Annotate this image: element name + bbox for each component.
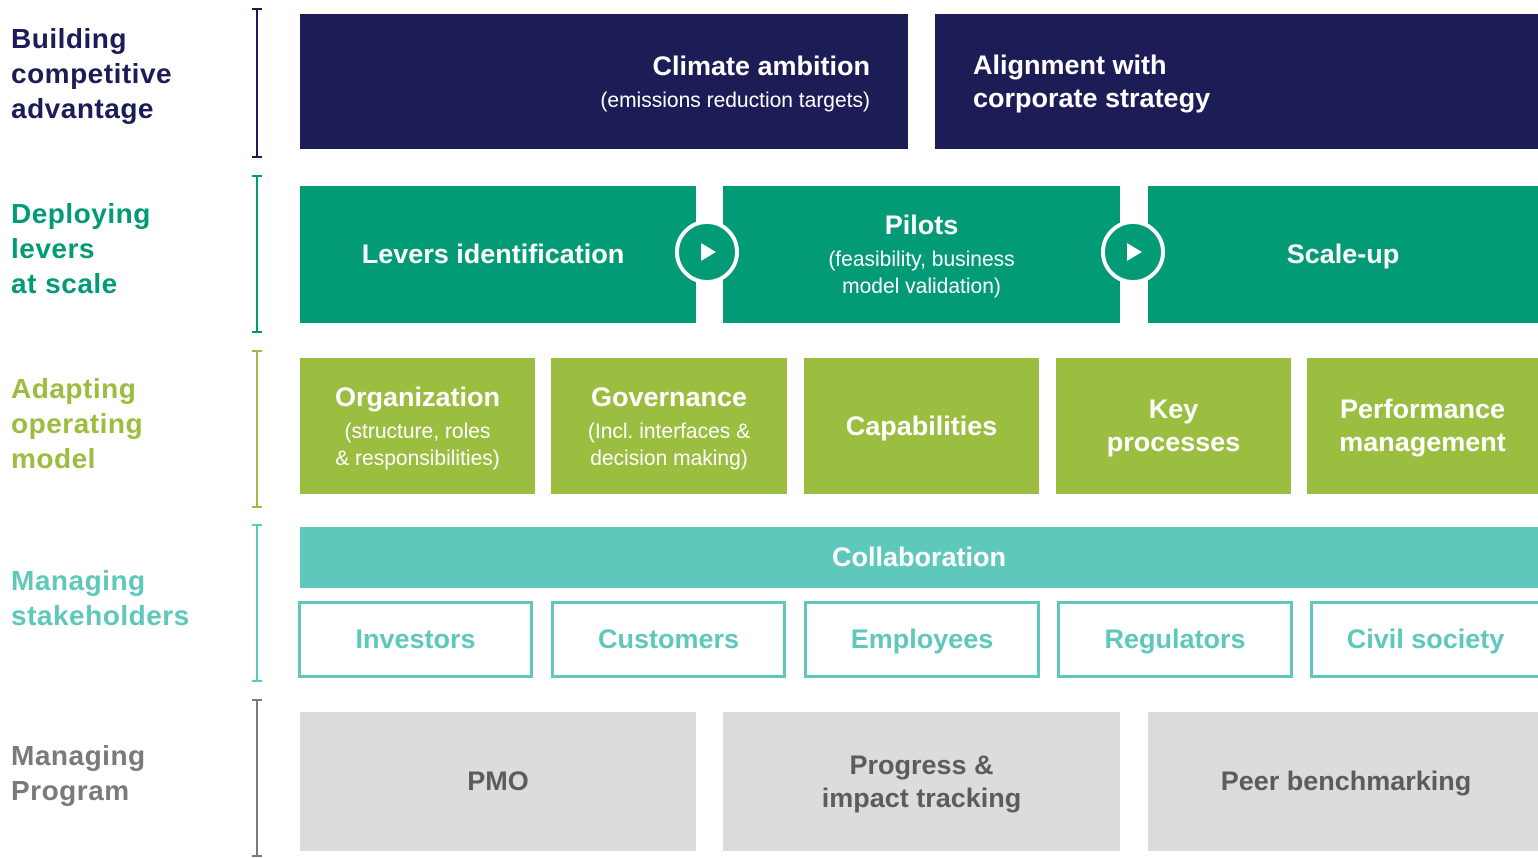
levers-identification-title: Levers identification xyxy=(361,239,625,269)
stakeholder-label: Employees xyxy=(850,624,994,654)
pilots-subtitle: (feasibility, business model validation) xyxy=(828,248,1015,298)
stakeholder-investors: Investors xyxy=(298,601,533,678)
peer-benchmarking-box: Peer benchmarking xyxy=(1148,712,1538,851)
row-label-competitive-advantage: Building competitive advantage xyxy=(11,23,173,124)
bracket-levers xyxy=(252,175,262,333)
capabilities-title: Capabilities xyxy=(845,410,998,441)
stakeholder-label: Customers xyxy=(597,624,740,654)
alignment-strategy-box: Alignment with corporate strategy xyxy=(935,14,1538,149)
collaboration-banner: Collaboration xyxy=(300,527,1538,588)
pmo-box: PMO xyxy=(300,712,696,851)
performance-management-title: Performance management xyxy=(1339,394,1506,457)
pmo-title: PMO xyxy=(467,766,529,796)
play-arrow-icon xyxy=(675,220,739,284)
alignment-strategy-title: Alignment with corporate strategy xyxy=(973,49,1211,113)
stakeholder-label: Regulators xyxy=(1104,624,1246,654)
row-label-deploying-levers: Deploying levers at scale xyxy=(11,198,151,299)
bracket-stakeholders xyxy=(252,524,262,682)
row-label-managing-stakeholders: Managing stakeholders xyxy=(11,565,190,631)
scale-up-box: Scale-up xyxy=(1148,186,1538,323)
scale-up-title: Scale-up xyxy=(1286,239,1400,269)
collaboration-title: Collaboration xyxy=(832,542,1006,572)
key-processes-title: Key processes xyxy=(1106,394,1241,457)
progress-tracking-title: Progress & impact tracking xyxy=(821,749,1022,813)
row-label-operating-model: Adapting operating model xyxy=(11,373,144,474)
stakeholder-regulators: Regulators xyxy=(1057,601,1293,678)
governance-box: Governance (Incl. interfaces & decision … xyxy=(551,358,787,494)
pilots-box: Pilots (feasibility, business model vali… xyxy=(723,186,1120,323)
governance-title: Governance xyxy=(590,381,748,412)
progress-tracking-box: Progress & impact tracking xyxy=(723,712,1120,851)
capabilities-box: Capabilities xyxy=(804,358,1039,494)
performance-management-box: Performance management xyxy=(1307,358,1538,494)
climate-ambition-title: Climate ambition xyxy=(652,50,870,81)
organization-box: Organization (structure, roles & respons… xyxy=(300,358,535,494)
stakeholder-employees: Employees xyxy=(804,601,1040,678)
play-arrow-icon xyxy=(1101,220,1165,284)
stakeholder-label: Civil society xyxy=(1346,624,1505,654)
organization-subtitle: (structure, roles & responsibilities) xyxy=(335,419,500,470)
bracket-competitive xyxy=(252,8,262,158)
governance-subtitle: (Incl. interfaces & decision making) xyxy=(587,419,751,470)
stakeholder-customers: Customers xyxy=(551,601,786,678)
stakeholder-civil-society: Civil society xyxy=(1310,601,1538,678)
stakeholder-label: Investors xyxy=(355,624,476,654)
climate-ambition-box: Climate ambition (emissions reduction ta… xyxy=(300,14,908,149)
pilots-title: Pilots xyxy=(884,210,959,240)
climate-ambition-subtitle: (emissions reduction targets) xyxy=(600,88,870,112)
key-processes-box: Key processes xyxy=(1056,358,1291,494)
bracket-operating xyxy=(252,350,262,508)
organization-title: Organization xyxy=(334,381,500,412)
bracket-program xyxy=(252,699,262,857)
levers-identification-box: Levers identification xyxy=(300,186,696,323)
row-label-managing-program: Managing Program xyxy=(11,740,146,806)
peer-benchmarking-title: Peer benchmarking xyxy=(1220,766,1472,796)
